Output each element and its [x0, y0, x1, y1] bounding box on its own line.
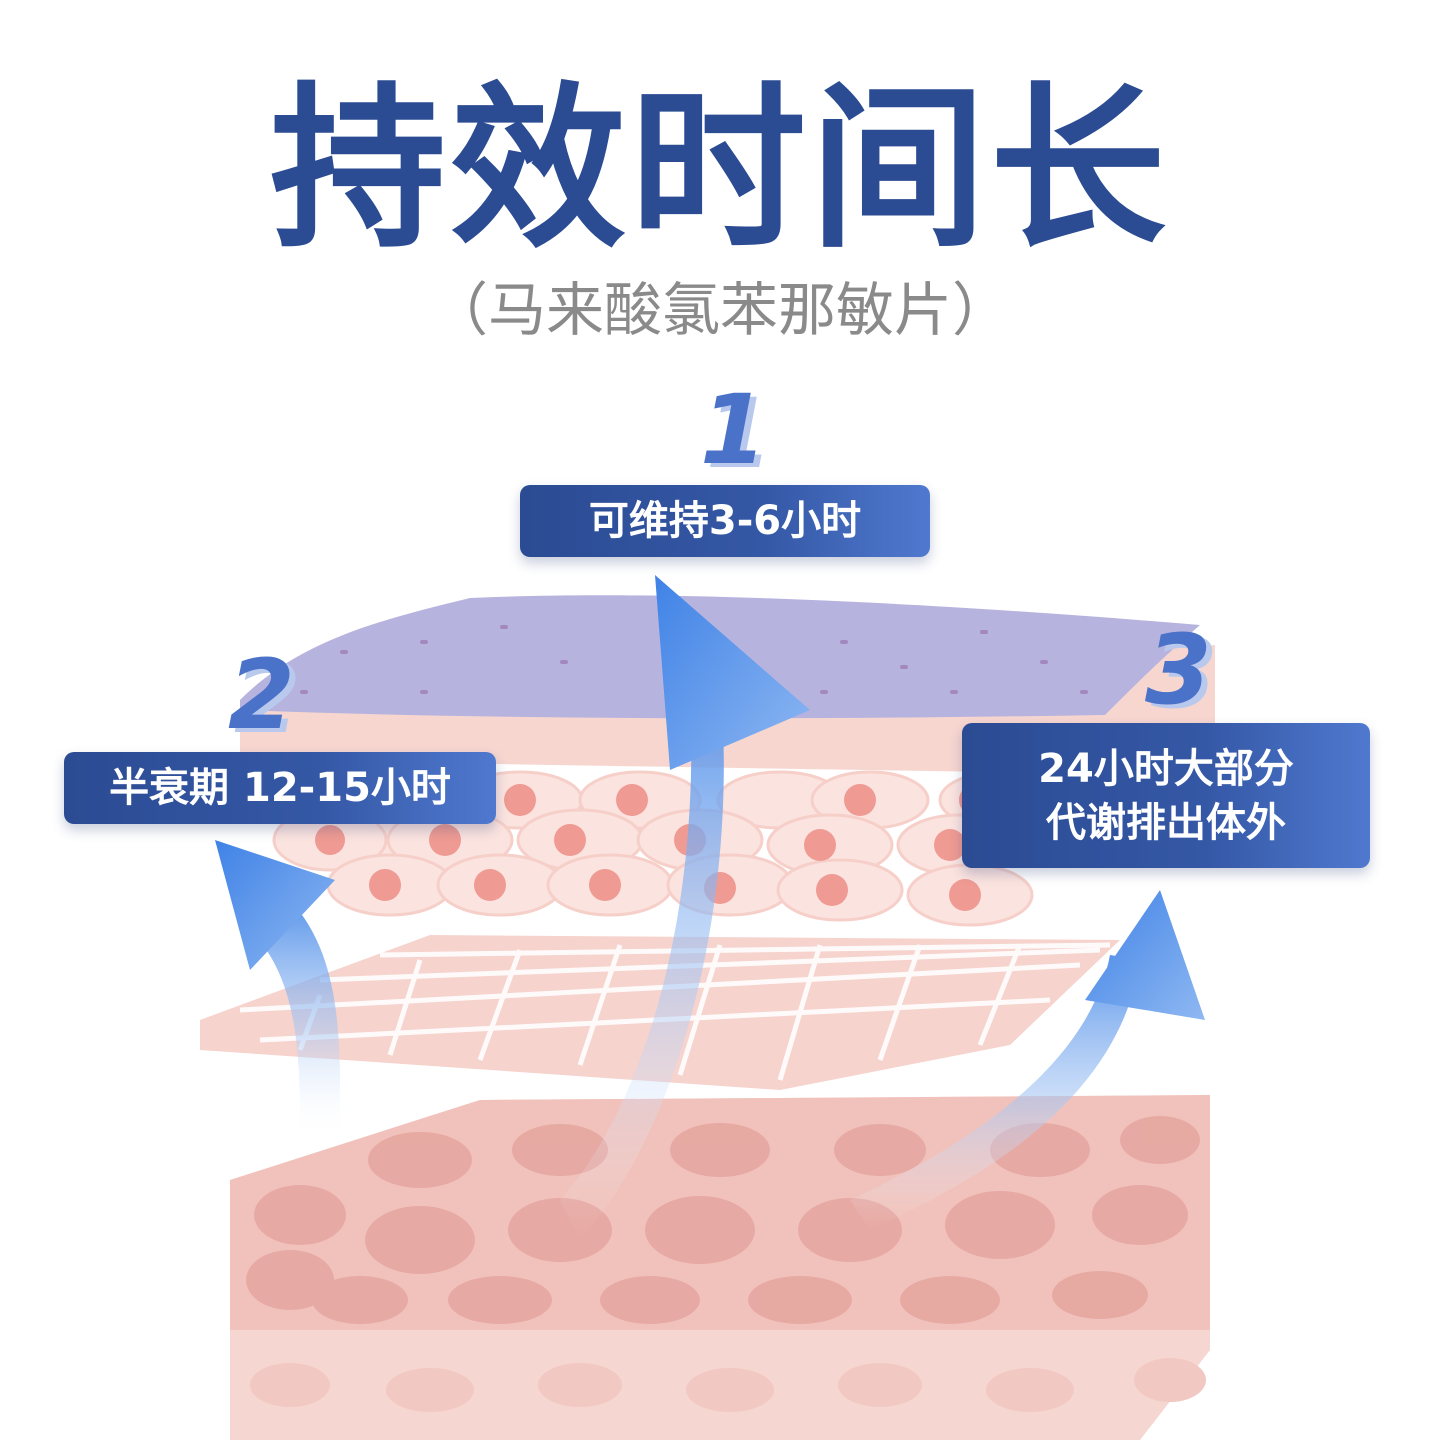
step-3-number: 3	[1145, 614, 1212, 726]
step-2-label-text: 半衰期 12-15小时	[109, 765, 451, 811]
step-2-label: 半衰期 12-15小时	[64, 752, 496, 824]
step-1-label-text: 可维持3-6小时	[588, 498, 862, 544]
step-3-label-line-2: 代谢排出体外	[1046, 799, 1286, 846]
step-3-label: 24小时大部分 代谢排出体外	[962, 723, 1370, 868]
step-2-number: 2	[228, 639, 295, 751]
step-1-number: 1	[700, 374, 767, 486]
arrow-center	[560, 575, 810, 1240]
arrow-left	[215, 840, 341, 1140]
page-title: 持效时间长	[269, 67, 1170, 272]
step-3-label-line-1: 24小时大部分	[1038, 745, 1294, 792]
step-1-label: 可维持3-6小时	[520, 485, 930, 557]
page-subtitle: （马来酸氯苯那敏片）	[429, 276, 1010, 344]
arrow-right	[850, 890, 1205, 1230]
bottom-tissue-layer	[230, 1095, 1210, 1440]
